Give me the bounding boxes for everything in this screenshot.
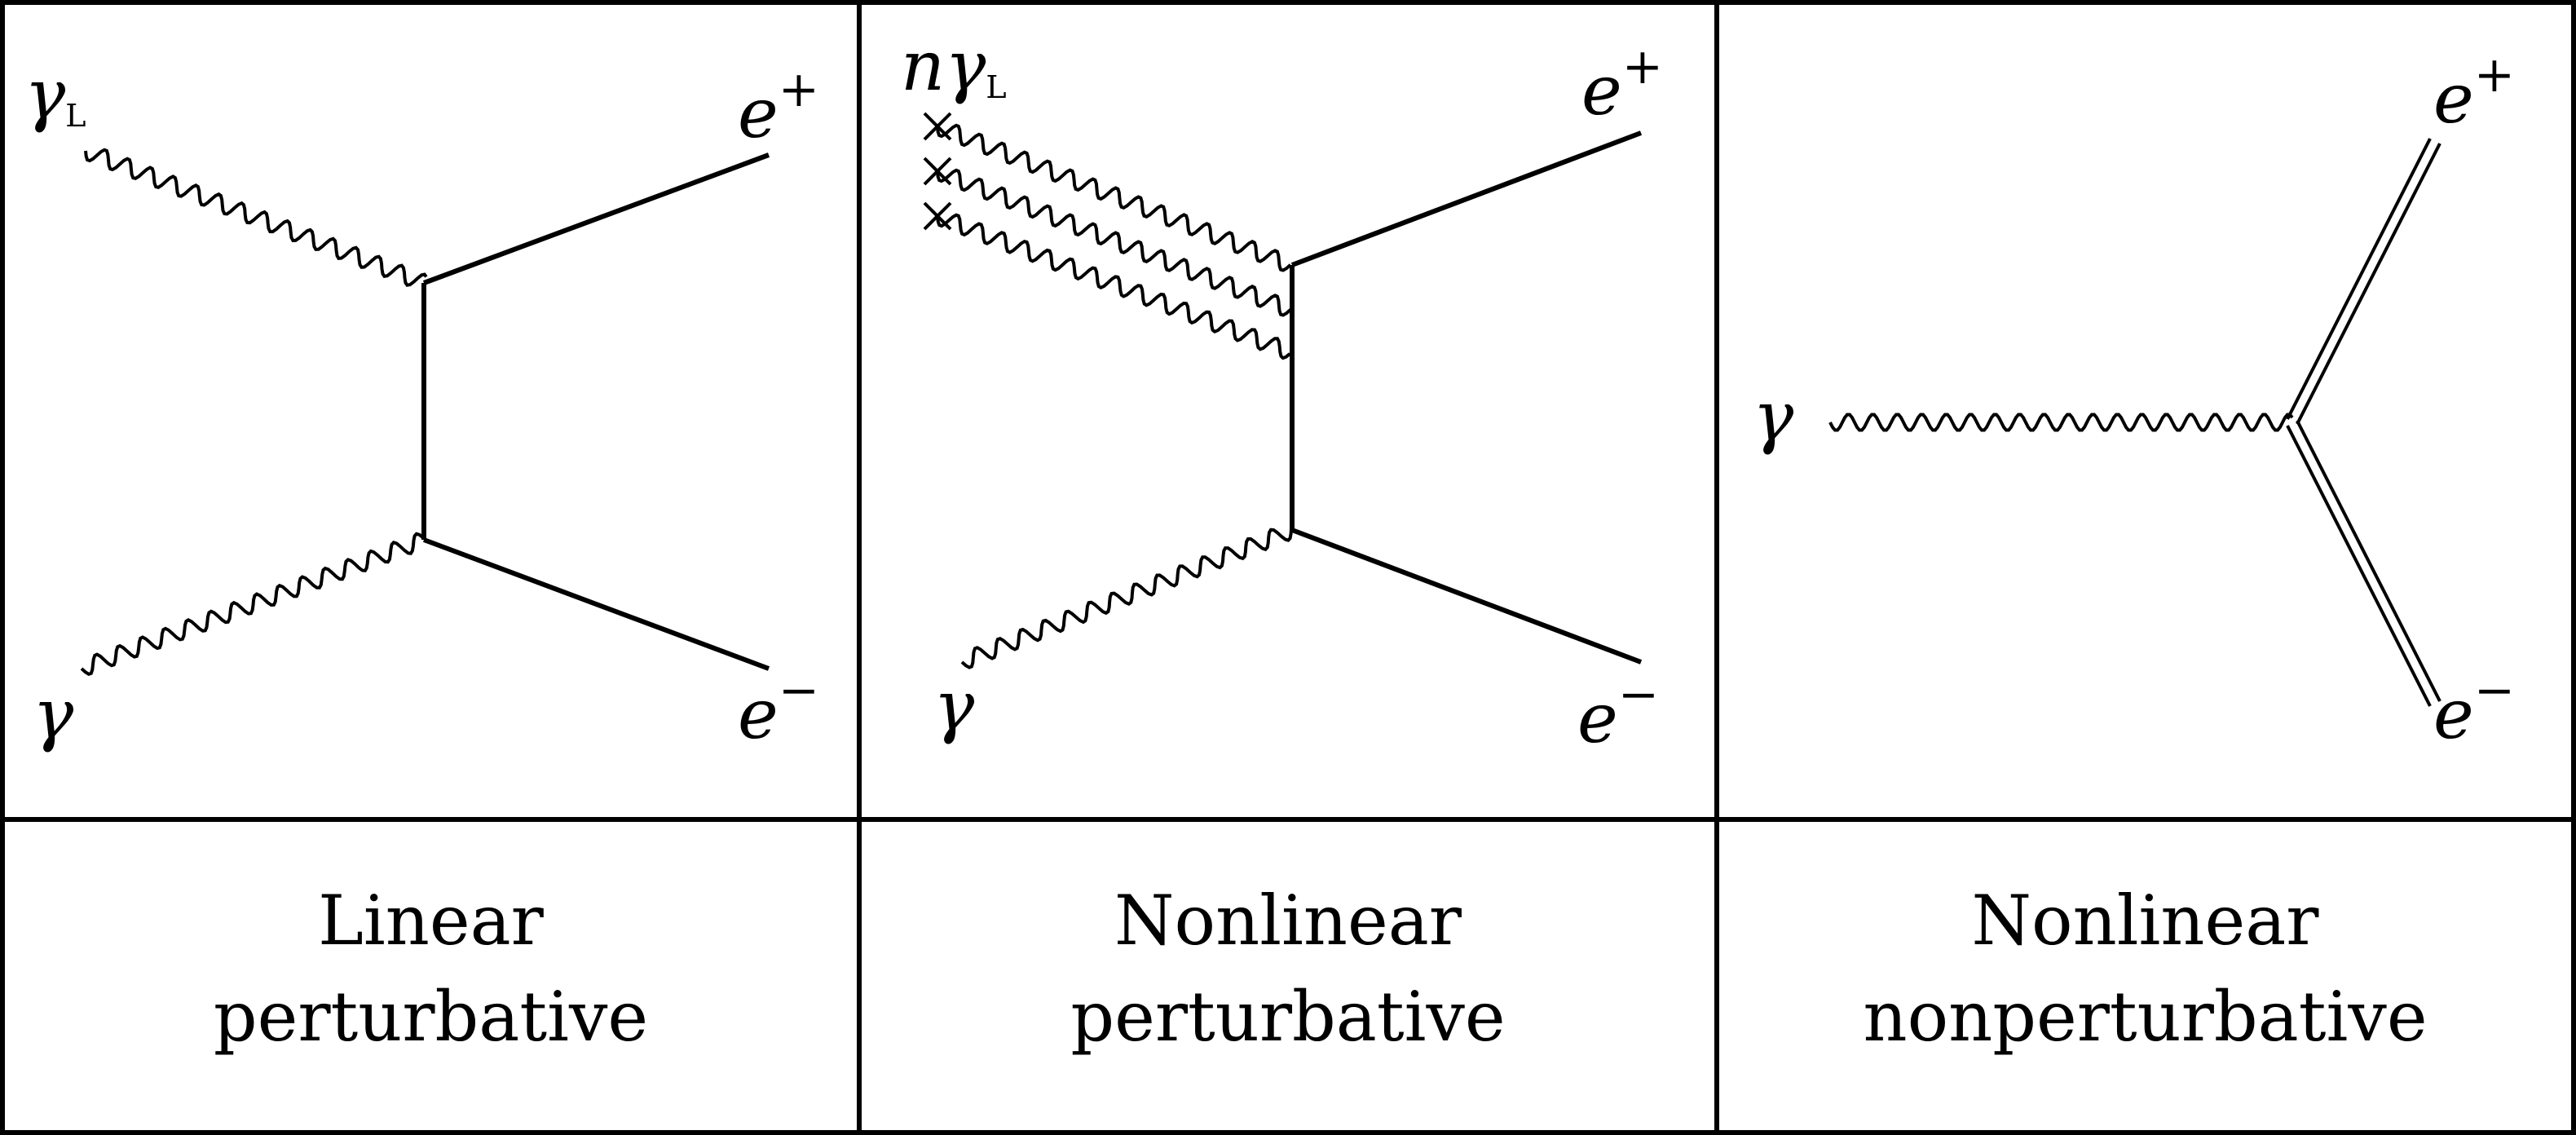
photon-line — [80, 532, 425, 676]
positron-line — [422, 152, 770, 285]
laser-background-crosses — [923, 112, 952, 231]
label-electron: e− — [2433, 662, 2515, 754]
caption-line-1: Linear — [318, 881, 544, 961]
label-positron: e+ — [738, 61, 819, 153]
caption-line-1: Nonlinear — [1114, 881, 1462, 961]
label-photon: γ — [933, 666, 975, 746]
positron-line — [1290, 130, 1643, 267]
label-laser-photon: γL — [24, 55, 86, 135]
photon-line — [960, 528, 1294, 669]
caption-line-2: nonperturbative — [1863, 977, 2428, 1057]
caption-linear-perturbative: Linear perturbative — [5, 872, 857, 1065]
caption-line-1: Nonlinear — [1971, 881, 2319, 961]
label-photon: γ — [1753, 377, 1794, 457]
laser-photon-line-3 — [936, 213, 1291, 360]
electron-line — [1290, 528, 1643, 665]
background-cross-3 — [923, 201, 952, 231]
dressed-electron-line — [2286, 420, 2441, 707]
laser-photon-line-1 — [936, 123, 1292, 272]
caption-nonlinear-nonperturbative: Nonlinear nonperturbative — [1719, 872, 2571, 1065]
dressed-positron-line-a — [2286, 138, 2432, 420]
dressed-electron-line-b — [2296, 420, 2441, 702]
background-cross-2 — [923, 157, 952, 186]
label-electron: e− — [1577, 666, 1659, 758]
label-positron: e+ — [2433, 46, 2515, 139]
label-photon: γ — [33, 674, 74, 754]
dressed-electron-line-a — [2286, 425, 2432, 707]
laser-photon-line-2 — [936, 168, 1292, 317]
diagram-nonlinear-nonperturbative: γ e+ e− — [1753, 46, 2515, 754]
dressed-positron-line — [2286, 138, 2441, 425]
caption-line-2: perturbative — [213, 977, 649, 1057]
caption-nonlinear-perturbative: Nonlinear perturbative — [862, 872, 1714, 1065]
laser-photon-line — [84, 148, 428, 287]
dressed-positron-line-b — [2296, 143, 2441, 425]
label-electron: e− — [738, 662, 819, 754]
diagram-nonlinear-perturbative: nγL γ e+ e− — [901, 26, 1663, 758]
label-laser-photons: nγL — [901, 26, 1007, 106]
background-cross-1 — [923, 112, 952, 141]
caption-line-2: perturbative — [1070, 977, 1506, 1057]
photon-line — [1828, 413, 2294, 432]
diagram-linear-perturbative: γL γ e+ e− — [24, 55, 819, 754]
electron-line — [422, 537, 770, 671]
label-positron: e+ — [1581, 38, 1663, 130]
